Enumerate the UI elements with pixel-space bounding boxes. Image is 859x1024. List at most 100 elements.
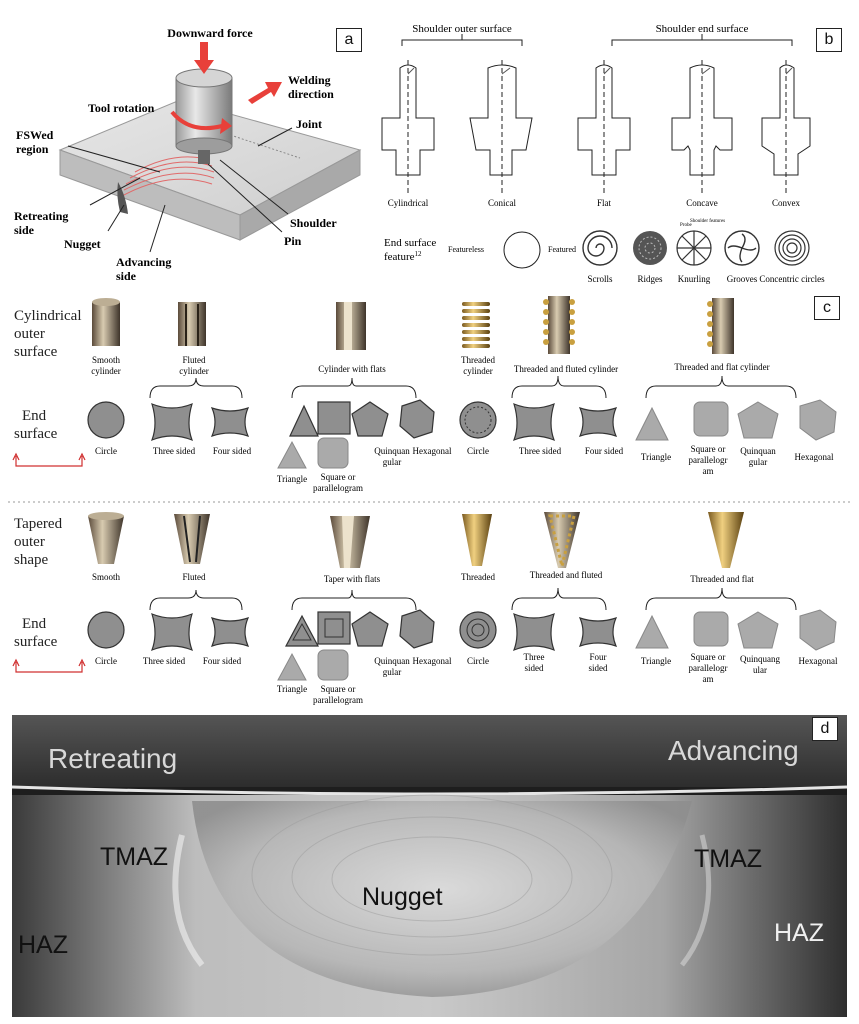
label-pin: Pin	[284, 234, 302, 248]
cyl-pin-threaded	[462, 302, 490, 348]
label-ridges: Ridges	[637, 274, 662, 284]
lbl-cyl-outer-2: outer	[14, 326, 45, 342]
label-joint: Joint	[296, 117, 322, 131]
cyl-pin-flats	[336, 302, 366, 350]
lbl-taper-triangle: Triangle	[277, 684, 307, 694]
taper-end-shapes	[87, 609, 618, 652]
label-concave: Concave	[686, 198, 718, 208]
cyl-end-flat-shapes	[317, 399, 837, 469]
label-retreating-side: side	[14, 223, 35, 237]
lbl-taper-fluted: Fluted	[182, 572, 206, 582]
lbl-cyl-hex: Hexagonal	[413, 446, 452, 456]
lbl-taper-outer-2: outer	[14, 534, 45, 550]
taper-pin-flats	[330, 516, 370, 568]
label-shoulder: Shoulder	[290, 216, 337, 230]
pin-profiles-diagram: Smooth cylinder Fluted cylinder Cylinder…	[8, 296, 851, 705]
label-scrolls: Scrolls	[587, 274, 612, 284]
taper-pin-smooth	[88, 512, 124, 564]
label-shoulder-outer: Shoulder outer surface	[412, 23, 512, 35]
lbl-cyl-circle-2: Circle	[467, 446, 489, 456]
lbl-taper-square: Square or	[321, 684, 356, 694]
weld-micrograph	[12, 715, 847, 1017]
lbl-taper-hex-2: Hexagonal	[799, 656, 838, 666]
taper-pin-threaded	[462, 514, 492, 566]
lbl-taper-quin-1: Quinquan	[374, 656, 410, 666]
lbl-threaded-cyl-2: cylinder	[463, 366, 493, 376]
lbl-taper-triangle-2: Triangle	[641, 656, 671, 666]
lbl-cyl-four-2: Four sided	[585, 446, 624, 456]
feature-scrolls-icon	[582, 230, 618, 266]
label-retreating: Retreating	[14, 209, 68, 223]
lbl-cyl-triangle-2: Triangle	[641, 452, 671, 462]
label-advancing-side: side	[116, 269, 137, 283]
lbl-taper-hex: Hexagonal	[413, 656, 452, 666]
lbl-taper-sq2-2: parallelogr	[689, 663, 728, 673]
label-direction: direction	[288, 87, 334, 101]
lbl-cyl-end-2: surface	[14, 426, 58, 442]
label-downward-force: Downward force	[167, 26, 253, 40]
lbl-cyl-four: Four sided	[213, 446, 252, 456]
feature-grooves-icon	[724, 230, 760, 266]
lbl-taper-four: Four sided	[203, 656, 242, 666]
taper-end-flat-shapes	[277, 609, 837, 681]
cyl-pin-fluted	[178, 302, 206, 346]
feature-ridges-icon	[633, 231, 667, 265]
lbl-cyl-outer-3: surface	[14, 344, 58, 360]
lbl-cyl-quin-2: gular	[383, 457, 402, 467]
lbl-taper-circle-2: Circle	[467, 656, 489, 666]
lbl-cyl-parallelogram: parallelogram	[313, 483, 363, 493]
label-nugget: Nugget	[64, 237, 101, 251]
lbl-taper-threaded-flat: Threaded and flat	[690, 574, 754, 584]
taper-pin-fluted	[174, 514, 210, 564]
panel-d: Retreating Advancing TMAZ TMAZ Nugget HA…	[12, 715, 847, 1017]
lbl-taper-three: Three sided	[143, 656, 186, 666]
feature-knurling-icon	[676, 230, 712, 266]
lbl-fluted-cyl-1: Fluted	[182, 355, 206, 365]
micro-label-retreating: Retreating	[48, 743, 178, 774]
lbl-cyl-circle: Circle	[95, 446, 117, 456]
label-advancing: Advancing	[116, 255, 171, 269]
label-conical: Conical	[488, 198, 516, 208]
lbl-taper-parallelogram: parallelogram	[313, 695, 363, 705]
cyl-pin-threaded-fluted	[543, 296, 575, 354]
label-fswed: FSWed	[16, 128, 54, 142]
label-tool-rotation: Tool rotation	[88, 101, 155, 115]
lbl-cyl-sq2-2: parallelogr	[689, 455, 728, 465]
label-concentric: Concentric circles	[759, 274, 825, 284]
micro-label-nugget: Nugget	[362, 883, 443, 911]
lbl-taper-sq2-3: am	[703, 674, 714, 684]
lbl-taper-threaded: Threaded	[461, 572, 495, 582]
lbl-taper-end-1: End	[22, 616, 47, 632]
lbl-cyl-triangle: Triangle	[277, 474, 307, 484]
cyl-triangle-rounded	[277, 440, 307, 469]
plate-side	[239, 149, 361, 241]
lbl-cyl-flats: Cylinder with flats	[318, 364, 386, 374]
cyl-pin-smooth	[92, 298, 120, 346]
micro-label-haz-left: HAZ	[18, 931, 68, 959]
lbl-taper-outer-1: Tapered	[14, 516, 63, 532]
lbl-taper-circle: Circle	[95, 656, 117, 666]
lbl-cyl-end-1: End	[22, 408, 47, 424]
lbl-smooth-cyl-1: Smooth	[92, 355, 121, 365]
taper-pin-threaded-flat	[708, 512, 744, 568]
lbl-taper-smooth: Smooth	[92, 572, 121, 582]
tool-pin	[198, 150, 210, 164]
shoulder-cylindrical	[381, 60, 435, 196]
panel-c-tag: c	[814, 296, 840, 320]
label-grooves: Grooves	[727, 274, 758, 284]
label-shoulder-end: Shoulder end surface	[656, 23, 749, 35]
panel-b-tag: b	[816, 28, 842, 52]
panel-c: Smooth cylinder Fluted cylinder Cylinder…	[0, 290, 859, 715]
taper-pin-threaded-fluted	[544, 512, 580, 568]
lbl-cyl-outer-1: Cylindrical	[14, 308, 82, 324]
micro-label-tmaz-right: TMAZ	[694, 845, 763, 873]
downward-force-arrow	[194, 42, 214, 74]
label-featured: Featured	[548, 245, 576, 254]
lbl-taper-sq2-1: Square or	[691, 652, 726, 662]
label-end-surface: End surface	[384, 237, 436, 249]
lbl-taper-quin-2: gular	[383, 667, 402, 677]
panel-a: Downward force Welding direction Tool ro…	[0, 0, 370, 290]
panel-b: Shoulder outer surface Shoulder end surf…	[372, 0, 852, 290]
lbl-cyl-sq2-3: am	[703, 466, 714, 476]
nugget-dark	[117, 182, 128, 214]
